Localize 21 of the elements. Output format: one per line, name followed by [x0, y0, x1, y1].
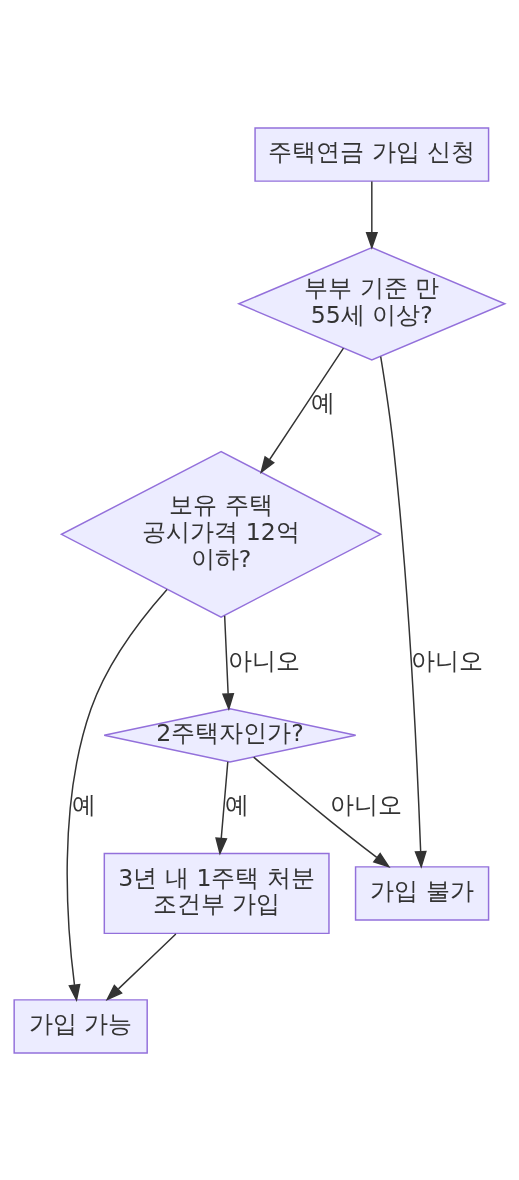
node-diamond: 보유 주택 공시가격 12억 이하?: [59, 450, 383, 618]
node-box: 3년 내 1주택 처분 조건부 가입: [103, 852, 330, 934]
arrow: [260, 346, 345, 474]
node-box: 주택연금 가입 신청: [254, 126, 490, 182]
arrow: [105, 932, 177, 1001]
edge-label: 예: [225, 790, 250, 819]
edge-label: 예: [311, 388, 336, 417]
arrow: [66, 588, 168, 1002]
node-diamond: 부부 기준 만 55세 이상?: [236, 246, 507, 361]
node-box: 가입 불가: [354, 865, 490, 921]
edge-label: 아니오: [329, 790, 402, 819]
edge-label: 예: [71, 790, 96, 819]
arrow: [215, 760, 229, 855]
arrow: [379, 355, 427, 869]
arrow: [221, 614, 235, 711]
arrow: [252, 755, 391, 868]
node-diamond: 2주택자인가?: [103, 707, 357, 763]
arrow: [365, 180, 379, 250]
edge-label: 아니오: [227, 646, 300, 675]
node-box: 가입 가능: [13, 998, 148, 1054]
edge-label: 아니오: [411, 646, 484, 675]
